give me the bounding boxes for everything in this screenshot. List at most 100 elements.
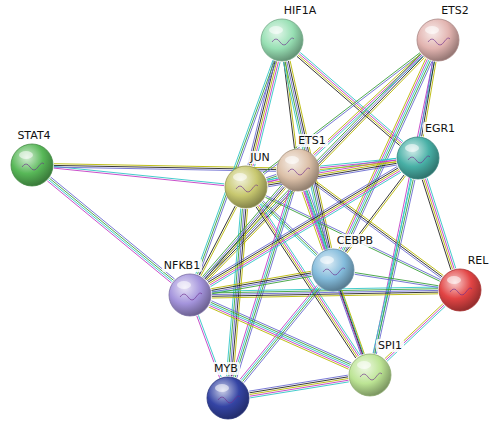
- node-label: CEBPB: [335, 234, 375, 247]
- sphere-body: [439, 269, 481, 311]
- evidence-line: [207, 58, 424, 281]
- node-label: STAT4: [15, 129, 52, 142]
- evidence-line: [320, 160, 396, 168]
- interaction-edge: [373, 179, 415, 354]
- node-sphere: [438, 268, 482, 312]
- node-label: EGR1: [423, 122, 457, 135]
- structure-glyph: [218, 396, 240, 403]
- interaction-edge: [355, 273, 439, 288]
- evidence-line: [342, 290, 364, 354]
- node-label: NFKB1: [162, 259, 202, 272]
- sphere-highlight: [233, 173, 247, 181]
- protein-node: NFKB1: [168, 273, 212, 317]
- node-sphere: [416, 18, 460, 62]
- evidence-line: [427, 178, 456, 268]
- sphere-highlight: [269, 26, 283, 34]
- evidence-line: [376, 180, 414, 354]
- sphere-highlight: [19, 151, 33, 159]
- node-sphere: [276, 148, 320, 192]
- evidence-line: [211, 271, 311, 288]
- node-sphere: [348, 353, 392, 397]
- structure-glyph: [450, 288, 472, 295]
- sphere-highlight: [285, 156, 299, 164]
- evidence-line: [206, 56, 423, 279]
- evidence-line: [210, 304, 350, 366]
- evidence-line: [297, 56, 400, 145]
- protein-node: ETS2: [416, 18, 460, 62]
- evidence-line: [320, 158, 396, 166]
- evidence-line: [249, 377, 348, 393]
- evidence-line: [373, 179, 411, 353]
- evidence-line: [211, 302, 351, 364]
- interaction-edge: [320, 158, 397, 169]
- evidence-line: [306, 190, 363, 353]
- node-label: REL: [466, 254, 491, 267]
- evidence-line: [374, 61, 433, 353]
- node-sphere: [168, 273, 212, 317]
- protein-node: MYB: [206, 376, 250, 420]
- node-sphere: [396, 136, 440, 180]
- evidence-line: [299, 54, 402, 143]
- evidence-line: [424, 179, 453, 269]
- evidence-line: [212, 273, 312, 290]
- evidence-line: [234, 191, 291, 377]
- node-sphere: [260, 18, 304, 62]
- evidence-line: [248, 61, 274, 165]
- structure-glyph: [360, 373, 382, 380]
- interaction-edge: [232, 190, 294, 377]
- structure-glyph: [272, 38, 294, 45]
- interaction-edge: [385, 304, 445, 361]
- evidence-line: [422, 180, 451, 270]
- evidence-line: [304, 191, 361, 354]
- interaction-edge: [374, 61, 435, 353]
- protein-node: CEBPB: [311, 248, 355, 292]
- interaction-edge: [304, 190, 363, 354]
- node-label: JUN: [248, 151, 272, 164]
- node-label: ETS2: [439, 4, 471, 17]
- interaction-edge: [211, 271, 312, 293]
- evidence-line: [313, 54, 421, 154]
- sphere-highlight: [425, 26, 439, 34]
- evidence-line: [355, 273, 439, 286]
- sphere-highlight: [215, 384, 229, 392]
- evidence-line: [339, 291, 361, 355]
- evidence-line: [241, 286, 318, 380]
- protein-node: STAT4: [10, 143, 54, 187]
- interaction-edge: [199, 206, 236, 276]
- sphere-body: [169, 274, 211, 316]
- evidence-line: [355, 274, 439, 287]
- evidence-line: [50, 178, 174, 280]
- sphere-highlight: [357, 361, 371, 369]
- evidence-line: [340, 291, 362, 355]
- evidence-line: [298, 55, 401, 144]
- evidence-line: [387, 306, 445, 361]
- node-label: SPI1: [376, 339, 404, 352]
- interaction-edge: [54, 166, 224, 185]
- evidence-line: [320, 162, 396, 170]
- interaction-edge: [240, 285, 321, 382]
- sphere-body: [312, 249, 354, 291]
- node-sphere: [10, 143, 54, 187]
- node-label: HIF1A: [282, 4, 318, 17]
- structure-glyph: [22, 163, 44, 170]
- evidence-line: [266, 174, 276, 177]
- sphere-body: [397, 137, 439, 179]
- structure-glyph: [180, 293, 202, 300]
- interaction-edge: [209, 301, 352, 369]
- evidence-line: [244, 289, 321, 383]
- sphere-highlight: [177, 281, 191, 289]
- protein-node: REL: [438, 268, 482, 312]
- evidence-line: [197, 61, 274, 275]
- evidence-line: [375, 179, 413, 353]
- evidence-line: [425, 179, 454, 269]
- node-sphere: [224, 165, 268, 209]
- interaction-edge: [249, 375, 349, 398]
- evidence-line: [204, 54, 421, 277]
- evidence-line: [54, 168, 224, 186]
- evidence-line: [243, 288, 320, 382]
- node-label: ETS1: [296, 134, 328, 147]
- protein-node: ETS1: [276, 148, 320, 192]
- sphere-body: [261, 19, 303, 61]
